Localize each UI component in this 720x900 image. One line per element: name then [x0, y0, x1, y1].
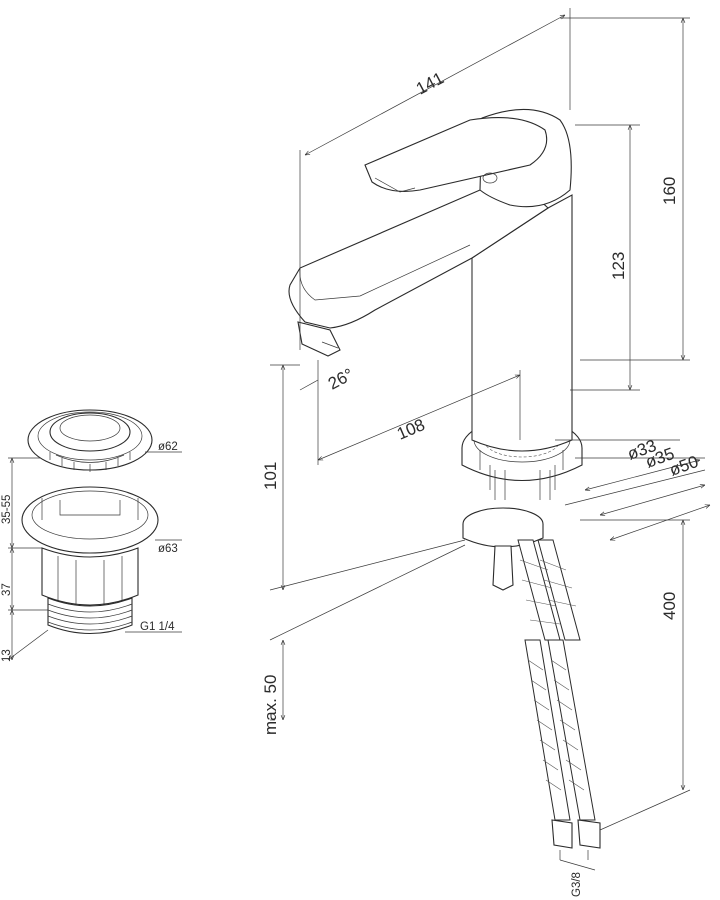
mounting-kit	[462, 450, 601, 860]
dim-max-50: max. 50	[261, 675, 280, 735]
faucet-dimensions	[269, 8, 710, 871]
hose-thread-g3-8: G3/8	[571, 872, 583, 897]
drain-height-37: 37	[1, 583, 13, 596]
dim-400: 400	[660, 592, 679, 620]
drain-dimensions	[7, 451, 182, 661]
basin-faucet	[288, 108, 583, 482]
dim-101: 101	[261, 462, 280, 490]
dim-108: 108	[394, 415, 428, 444]
dim-123: 123	[609, 252, 628, 280]
dim-160: 160	[660, 177, 679, 205]
drain-diameter-63: ø63	[158, 543, 178, 555]
drain-diameter-62: ø62	[158, 441, 178, 453]
drain-height-13: 13	[1, 649, 13, 662]
dim-angle-26: 26°	[325, 365, 357, 394]
drain-height-35-55: 35-55	[1, 495, 13, 524]
pop-up-drain	[21, 409, 159, 635]
drain-thread-g1-1-4: G1 1/4	[140, 621, 175, 633]
